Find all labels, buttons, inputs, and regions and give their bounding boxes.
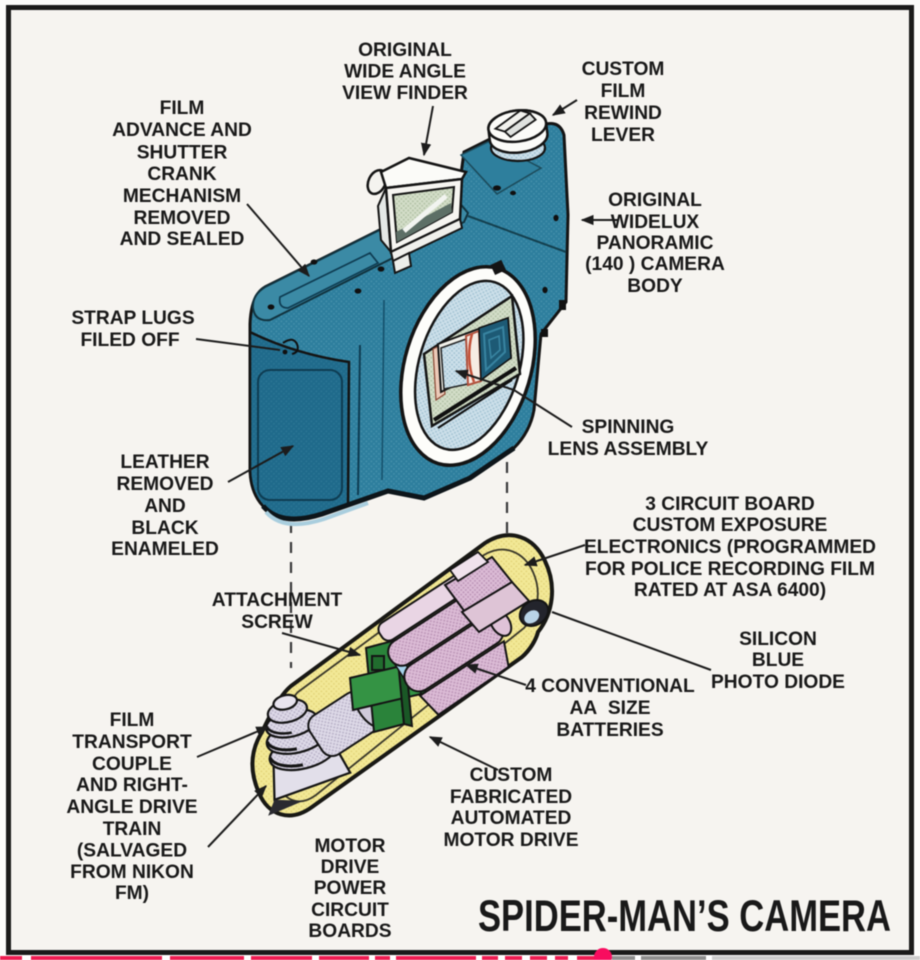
svg-text:CUSTOM: CUSTOM	[582, 59, 665, 80]
svg-text:ELECTRONICS (PROGRAMMED: ELECTRONICS (PROGRAMMED	[584, 537, 876, 558]
svg-text:FILM: FILM	[160, 98, 205, 119]
svg-text:FROM NIKON: FROM NIKON	[70, 862, 194, 883]
svg-text:TRAIN: TRAIN	[103, 819, 162, 840]
svg-text:REMOVED: REMOVED	[116, 474, 213, 495]
svg-text:SPIDER-MAN’S CAMERA: SPIDER-MAN’S CAMERA	[478, 892, 891, 941]
svg-text:MECHANISM: MECHANISM	[123, 186, 241, 207]
svg-text:ANGLE DRIVE: ANGLE DRIVE	[66, 797, 197, 818]
svg-text:LEATHER: LEATHER	[120, 452, 209, 473]
svg-text:AND: AND	[144, 496, 186, 517]
svg-text:FM): FM)	[115, 883, 149, 904]
svg-text:SCREW: SCREW	[241, 612, 313, 633]
svg-text:TRANSPORT: TRANSPORT	[72, 732, 192, 753]
svg-text:FILM: FILM	[110, 710, 155, 731]
svg-text:SPINNING: SPINNING	[582, 417, 675, 438]
svg-text:FILM: FILM	[601, 81, 646, 102]
svg-text:SHUTTER: SHUTTER	[137, 143, 228, 164]
svg-text:POWER: POWER	[314, 878, 387, 899]
svg-text:(SALVAGED: (SALVAGED	[77, 841, 187, 862]
svg-text:AND RIGHT-: AND RIGHT-	[76, 775, 188, 796]
svg-text:COUPLE: COUPLE	[92, 754, 172, 775]
svg-text:CUSTOM EXPOSURE: CUSTOM EXPOSURE	[633, 515, 828, 536]
svg-text:FILED OFF: FILED OFF	[80, 330, 179, 351]
svg-text:REWIND: REWIND	[584, 103, 662, 124]
svg-text:ENAMELED: ENAMELED	[111, 539, 219, 560]
svg-text:CRANK: CRANK	[147, 164, 216, 185]
svg-text:3 CIRCUIT BOARD: 3 CIRCUIT BOARD	[645, 494, 815, 515]
svg-text:BOARDS: BOARDS	[308, 921, 391, 942]
svg-text:AA SIZE: AA SIZE	[569, 698, 650, 719]
svg-text:DRIVE: DRIVE	[321, 857, 380, 878]
svg-text:AND SEALED: AND SEALED	[120, 229, 245, 250]
svg-text:FABRICATED: FABRICATED	[450, 787, 572, 808]
svg-text:BATTERIES: BATTERIES	[556, 720, 664, 741]
svg-text:BODY: BODY	[627, 276, 683, 297]
svg-text:BLACK: BLACK	[131, 518, 198, 539]
svg-text:RATED AT ASA 6400): RATED AT ASA 6400)	[634, 580, 826, 601]
svg-text:LENS ASSEMBLY: LENS ASSEMBLY	[548, 439, 709, 460]
svg-text:(140 ) CAMERA: (140 ) CAMERA	[585, 254, 725, 275]
svg-text:MOTOR DRIVE: MOTOR DRIVE	[443, 830, 578, 851]
svg-text:FOR POLICE RECORDING FILM: FOR POLICE RECORDING FILM	[585, 559, 875, 580]
svg-text:BLUE: BLUE	[752, 650, 804, 671]
svg-text:STRAP LUGS: STRAP LUGS	[71, 308, 195, 329]
svg-text:VIEW FINDER: VIEW FINDER	[342, 83, 468, 104]
svg-text:ORIGINAL: ORIGINAL	[608, 190, 702, 211]
svg-text:ADVANCE AND: ADVANCE AND	[112, 120, 252, 141]
svg-text:PANORAMIC: PANORAMIC	[597, 233, 714, 254]
svg-text:ATTACHMENT: ATTACHMENT	[212, 590, 343, 611]
svg-text:AUTOMATED: AUTOMATED	[451, 808, 572, 829]
svg-text:CUSTOM: CUSTOM	[470, 765, 553, 786]
svg-text:PHOTO DIODE: PHOTO DIODE	[711, 672, 845, 693]
svg-text:LEVER: LEVER	[591, 125, 655, 146]
svg-text:MOTOR: MOTOR	[314, 836, 385, 857]
svg-text:WIDE ANGLE: WIDE ANGLE	[344, 62, 466, 83]
svg-text:WIDELUX: WIDELUX	[611, 212, 700, 233]
svg-text:REMOVED: REMOVED	[133, 208, 230, 229]
svg-text:ORIGINAL: ORIGINAL	[358, 40, 452, 61]
svg-text:SILICON: SILICON	[739, 629, 817, 650]
svg-text:4 CONVENTIONAL: 4 CONVENTIONAL	[525, 676, 695, 697]
svg-text:CIRCUIT: CIRCUIT	[311, 900, 389, 921]
